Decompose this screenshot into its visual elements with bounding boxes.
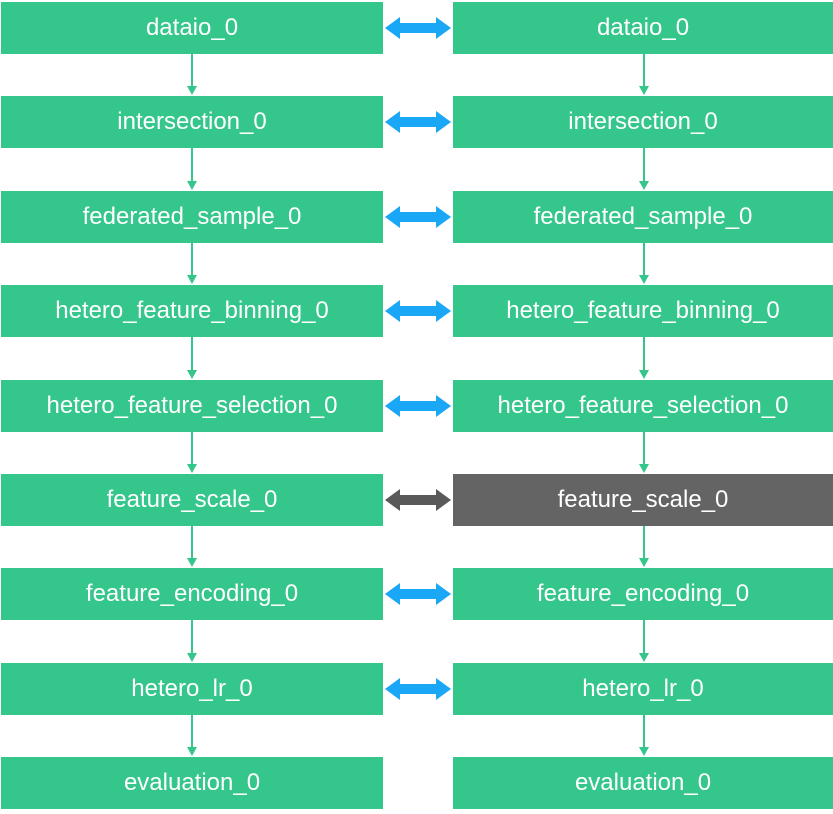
right-node-hetero_feature_selection_0[interactable]: hetero_feature_selection_0 [453, 380, 833, 432]
left-flow-arrowhead-3 [187, 370, 197, 379]
right-node-label: evaluation_0 [574, 769, 712, 796]
left-node-hetero_feature_binning_0[interactable]: hetero_feature_binning_0 [1, 285, 383, 337]
right-node-hetero_feature_binning_0[interactable]: hetero_feature_binning_0 [453, 285, 833, 337]
right-node-feature_scale_0[interactable]: feature_scale_0 [453, 474, 833, 526]
right-node-intersection_0[interactable]: intersection_0 [453, 96, 833, 148]
left-node-hetero_lr_0[interactable]: hetero_lr_0 [1, 663, 383, 715]
right-flow-arrowhead-5 [639, 558, 649, 567]
left-node-intersection_0[interactable]: intersection_0 [1, 96, 383, 148]
left-node-label: federated_sample_0 [82, 203, 302, 230]
left-node-label: hetero_lr_0 [131, 675, 253, 702]
left-node-label: dataio_0 [145, 14, 239, 41]
right-flow-arrowhead-7 [639, 747, 649, 756]
right-node-federated_sample_0[interactable]: federated_sample_0 [453, 191, 833, 243]
left-flow-arrowhead-6 [187, 653, 197, 662]
left-node-dataio_0[interactable]: dataio_0 [1, 2, 383, 54]
link-arrow-4 [385, 395, 451, 417]
right-flow-arrowhead-4 [639, 464, 649, 473]
right-node-label: dataio_0 [596, 14, 690, 41]
left-flow-arrowhead-2 [187, 275, 197, 284]
left-flow-arrowhead-1 [187, 181, 197, 190]
left-node-label: feature_encoding_0 [85, 580, 299, 607]
left-node-label: evaluation_0 [123, 769, 261, 796]
link-arrow-2 [385, 206, 451, 228]
right-flow-arrowhead-1 [639, 181, 649, 190]
link-arrow-5 [385, 489, 451, 511]
right-node-label: feature_encoding_0 [536, 580, 750, 607]
right-node-dataio_0[interactable]: dataio_0 [453, 2, 833, 54]
right-flow-arrowhead-6 [639, 653, 649, 662]
left-node-federated_sample_0[interactable]: federated_sample_0 [1, 191, 383, 243]
link-arrow-3 [385, 300, 451, 322]
left-node-feature_encoding_0[interactable]: feature_encoding_0 [1, 568, 383, 620]
right-node-evaluation_0[interactable]: evaluation_0 [453, 757, 833, 809]
right-node-hetero_lr_0[interactable]: hetero_lr_0 [453, 663, 833, 715]
left-flow-arrowhead-7 [187, 747, 197, 756]
right-node-label: hetero_feature_selection_0 [497, 392, 789, 419]
left-node-label: intersection_0 [117, 108, 267, 135]
left-flow-arrowhead-0 [187, 86, 197, 95]
left-node-label: hetero_feature_selection_0 [46, 392, 338, 419]
right-node-label: hetero_lr_0 [582, 675, 704, 702]
right-node-label: feature_scale_0 [557, 486, 729, 513]
right-flow-arrowhead-3 [639, 370, 649, 379]
link-arrow-0 [385, 17, 451, 39]
link-arrow-1 [385, 111, 451, 133]
left-node-hetero_feature_selection_0[interactable]: hetero_feature_selection_0 [1, 380, 383, 432]
right-flow-arrowhead-2 [639, 275, 649, 284]
right-flow-arrowhead-0 [639, 86, 649, 95]
right-node-label: hetero_feature_binning_0 [506, 297, 780, 324]
left-node-evaluation_0[interactable]: evaluation_0 [1, 757, 383, 809]
left-node-label: hetero_feature_binning_0 [55, 297, 329, 324]
left-flow-arrowhead-4 [187, 464, 197, 473]
link-arrow-6 [385, 583, 451, 605]
right-node-feature_encoding_0[interactable]: feature_encoding_0 [453, 568, 833, 620]
link-arrow-7 [385, 678, 451, 700]
left-flow-arrowhead-5 [187, 558, 197, 567]
right-node-label: intersection_0 [568, 108, 718, 135]
left-node-feature_scale_0[interactable]: feature_scale_0 [1, 474, 383, 526]
right-node-label: federated_sample_0 [533, 203, 753, 230]
left-node-label: feature_scale_0 [106, 486, 278, 513]
